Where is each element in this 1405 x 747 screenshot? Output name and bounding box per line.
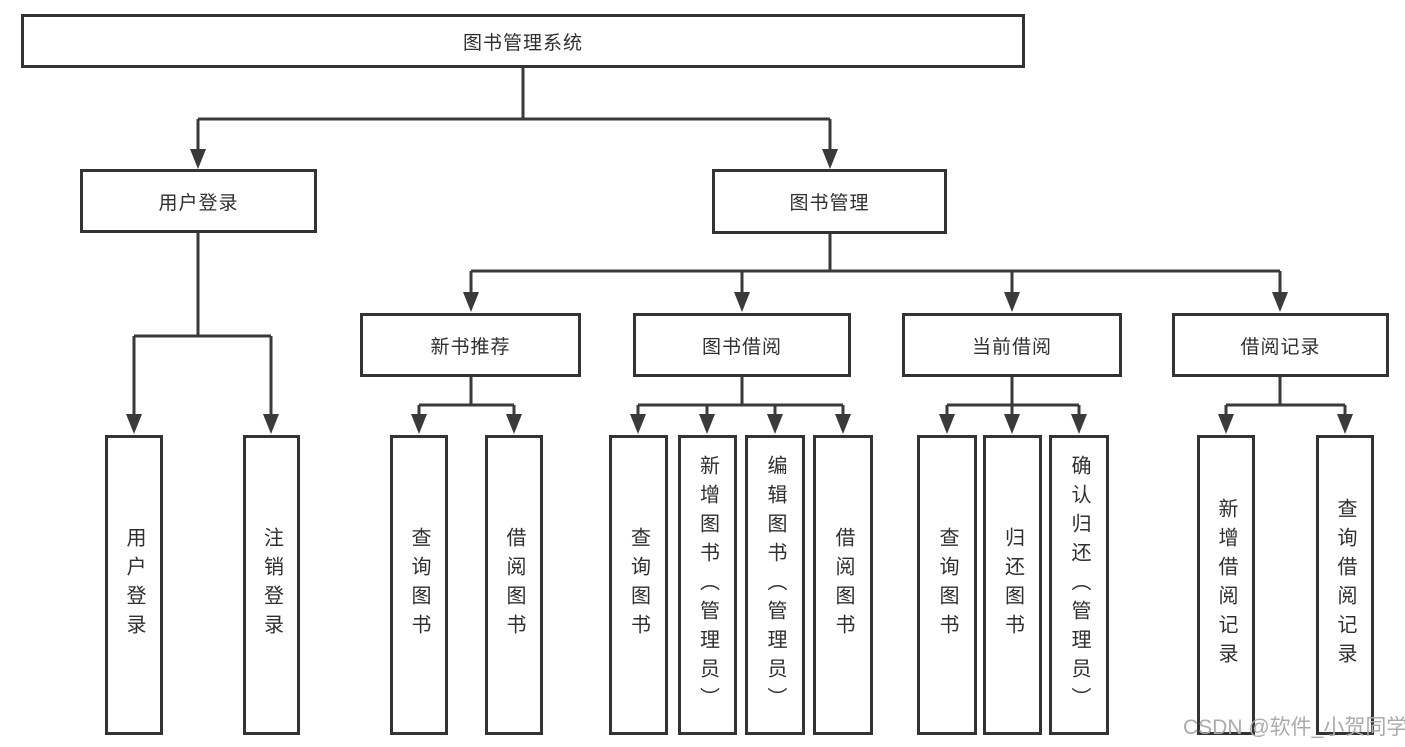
leaf-label: 查询图书 [936, 527, 958, 643]
leaf-label: 新增借阅记录 [1215, 498, 1237, 672]
node-new-book-recommend: 新书推荐 [360, 313, 581, 377]
node-current-borrow: 当前借阅 [902, 313, 1122, 377]
arrowheads [126, 149, 1353, 434]
leaf-query-books-borrow: 查询图书 [609, 435, 668, 735]
node-label: 新书推荐 [430, 336, 511, 358]
leaf-label: 编辑图书（管理员） [764, 454, 786, 716]
node-book-management: 图书管理 [712, 169, 947, 234]
leaf-add-borrow-record: 新增借阅记录 [1197, 435, 1255, 735]
node-label: 图书借阅 [701, 336, 782, 358]
leaf-label: 借阅图书 [832, 527, 854, 643]
leaf-label: 借阅图书 [503, 527, 525, 643]
node-label: 图书管理系统 [462, 32, 583, 54]
leaf-user-login: 用户登录 [105, 435, 163, 735]
leaf-label: 查询借阅记录 [1334, 498, 1356, 672]
leaf-label: 用户登录 [123, 527, 145, 643]
node-book-borrow: 图书借阅 [633, 313, 851, 377]
leaf-edit-books-admin: 编辑图书（管理员） [745, 435, 805, 735]
leaf-add-books-admin: 新增图书（管理员） [678, 435, 737, 735]
leaf-label: 查询图书 [408, 527, 430, 643]
node-label: 借阅记录 [1240, 336, 1321, 358]
node-label: 用户登录 [158, 192, 239, 214]
leaf-label: 新增图书（管理员） [696, 454, 719, 716]
node-label: 图书管理 [789, 193, 870, 214]
leaf-label: 注销登录 [260, 527, 283, 643]
leaf-return-books: 归还图书 [983, 435, 1042, 735]
node-label: 当前借阅 [971, 336, 1052, 358]
csdn-watermark: CSDN @软件_小贺同学 [1183, 716, 1405, 739]
leaf-query-books-current: 查询图书 [917, 435, 977, 735]
leaf-borrow-books: 借阅图书 [813, 435, 873, 735]
leaf-confirm-return-admin: 确认归还（管理员） [1049, 435, 1109, 735]
node-user-login: 用户登录 [80, 169, 317, 233]
leaf-label: 确认归还（管理员） [1068, 454, 1090, 716]
leaf-label: 归还图书 [1001, 527, 1024, 643]
leaf-logout: 注销登录 [243, 435, 300, 735]
leaf-query-books-recommend: 查询图书 [390, 435, 448, 735]
leaf-label: 查询图书 [627, 527, 650, 643]
node-library-management-system: 图书管理系统 [21, 14, 1025, 68]
node-borrow-record: 借阅记录 [1172, 313, 1389, 377]
leaf-borrow-books-recommend: 借阅图书 [485, 435, 543, 735]
leaf-query-borrow-record: 查询借阅记录 [1316, 435, 1374, 735]
